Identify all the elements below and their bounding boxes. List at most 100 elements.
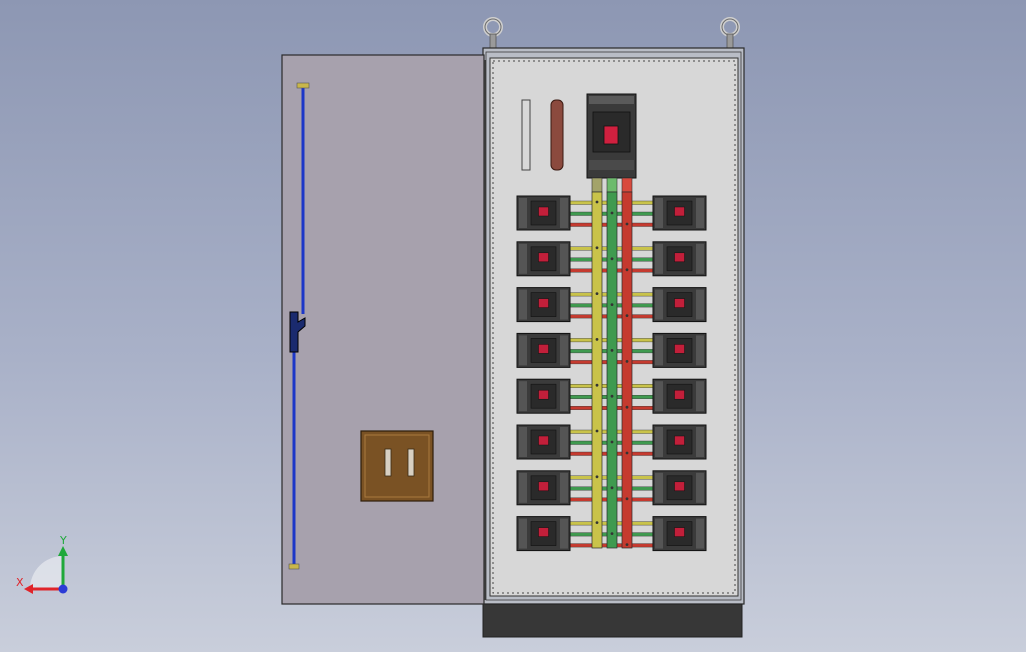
busbar-bolt bbox=[595, 521, 599, 524]
busbar-bolt bbox=[625, 268, 629, 272]
breaker-terminal bbox=[655, 198, 663, 228]
busbar-bolt bbox=[610, 349, 614, 352]
neutral-terminal-block[interactable] bbox=[521, 99, 531, 171]
cabinet-door[interactable] bbox=[281, 54, 486, 605]
busbar-bolt bbox=[595, 429, 599, 433]
busbar-bolt bbox=[610, 532, 614, 535]
y-axis-label: Y bbox=[59, 534, 67, 547]
breaker-indicator bbox=[674, 481, 685, 492]
breaker-terminal bbox=[519, 381, 527, 412]
cabinet-plinth bbox=[482, 603, 743, 638]
z-axis-dot bbox=[58, 584, 68, 594]
busbar-bolt bbox=[595, 200, 599, 204]
main-breaker[interactable] bbox=[586, 93, 637, 179]
breaker-terminal bbox=[560, 427, 568, 457]
branch-breaker[interactable] bbox=[652, 195, 707, 231]
busbar-bolt bbox=[610, 394, 614, 398]
breaker-terminal bbox=[696, 243, 704, 274]
breaker-terminal bbox=[560, 198, 568, 228]
busbar bbox=[606, 191, 618, 549]
document-pocket bbox=[360, 430, 434, 502]
branch-breaker[interactable] bbox=[652, 378, 707, 414]
lifting-eye-right bbox=[720, 17, 740, 49]
breaker-terminal bbox=[519, 335, 527, 366]
breaker-indicator bbox=[674, 389, 685, 400]
breaker-terminal bbox=[696, 198, 704, 228]
door-locking-rod[interactable] bbox=[288, 82, 310, 570]
breaker-terminal bbox=[519, 243, 527, 274]
breaker-terminal bbox=[519, 198, 527, 228]
busbar-system bbox=[565, 177, 659, 549]
busbar-bolt bbox=[625, 405, 629, 409]
phase-tab bbox=[621, 177, 633, 193]
breaker-terminal bbox=[655, 518, 663, 549]
breaker-terminal bbox=[519, 472, 527, 503]
breaker-indicator bbox=[674, 252, 685, 263]
breaker-indicator bbox=[674, 206, 685, 217]
branch-breaker[interactable] bbox=[652, 287, 707, 323]
breaker-terminal bbox=[655, 472, 663, 503]
breaker-terminal bbox=[696, 518, 704, 549]
breaker-array bbox=[516, 195, 707, 552]
breaker-face bbox=[666, 383, 693, 409]
branch-breaker[interactable] bbox=[516, 470, 571, 506]
breaker-terminal bbox=[560, 518, 568, 549]
branch-breaker[interactable] bbox=[652, 241, 707, 277]
branch-breaker[interactable] bbox=[652, 332, 707, 368]
breaker-face bbox=[530, 383, 557, 409]
busbar-bolt bbox=[625, 497, 629, 501]
breaker-terminal bbox=[655, 427, 663, 457]
breaker-indicator bbox=[674, 527, 685, 537]
breaker-terminal bbox=[560, 243, 568, 274]
earth-terminal-block[interactable] bbox=[550, 99, 564, 171]
breaker-terminal bbox=[519, 289, 527, 320]
breaker-indicator bbox=[538, 206, 549, 217]
breaker-terminal bbox=[560, 335, 568, 366]
breaker-indicator bbox=[674, 298, 685, 308]
busbar-bolt bbox=[625, 543, 629, 546]
breaker-indicator bbox=[538, 527, 549, 537]
door-handle[interactable] bbox=[289, 311, 306, 353]
busbar bbox=[621, 191, 633, 549]
breaker-terminal bbox=[655, 335, 663, 366]
branch-breaker[interactable] bbox=[516, 287, 571, 323]
branch-breaker[interactable] bbox=[516, 241, 571, 277]
branch-breaker[interactable] bbox=[652, 470, 707, 506]
busbar-bolt bbox=[625, 314, 629, 317]
busbar-bolt bbox=[625, 360, 629, 363]
busbar-bolt bbox=[610, 440, 614, 444]
breaker-terminal bbox=[696, 381, 704, 412]
breaker-indicator bbox=[538, 344, 549, 354]
branch-breaker[interactable] bbox=[652, 424, 707, 460]
breaker-terminal bbox=[655, 289, 663, 320]
busbar bbox=[591, 191, 603, 549]
coordinate-triad: Y X bbox=[16, 534, 68, 594]
busbar-bolt bbox=[595, 292, 599, 295]
busbar-bolt bbox=[610, 211, 614, 215]
breaker-terminal bbox=[519, 427, 527, 457]
busbar-bolt bbox=[595, 383, 599, 387]
breaker-terminal bbox=[560, 472, 568, 503]
phase-tab bbox=[591, 177, 603, 193]
breaker-indicator bbox=[538, 481, 549, 492]
breaker-terminal bbox=[655, 381, 663, 412]
busbar-bolt bbox=[610, 303, 614, 306]
breaker-indicator bbox=[538, 298, 549, 308]
breaker-terminal bbox=[696, 335, 704, 366]
breaker-terminal bbox=[696, 472, 704, 503]
busbar-bolt bbox=[595, 246, 599, 250]
branch-breaker[interactable] bbox=[516, 332, 571, 368]
busbar-bolt bbox=[625, 222, 629, 226]
busbar-bolt bbox=[625, 451, 629, 455]
branch-breaker[interactable] bbox=[516, 516, 571, 552]
branch-breaker[interactable] bbox=[516, 378, 571, 414]
breaker-face bbox=[666, 246, 693, 272]
breaker-terminal bbox=[560, 381, 568, 412]
main-breaker-indicator bbox=[603, 125, 619, 145]
branch-breaker[interactable] bbox=[516, 195, 571, 231]
branch-breaker[interactable] bbox=[652, 516, 707, 552]
branch-breaker[interactable] bbox=[516, 424, 571, 460]
x-axis-label: X bbox=[16, 576, 24, 589]
